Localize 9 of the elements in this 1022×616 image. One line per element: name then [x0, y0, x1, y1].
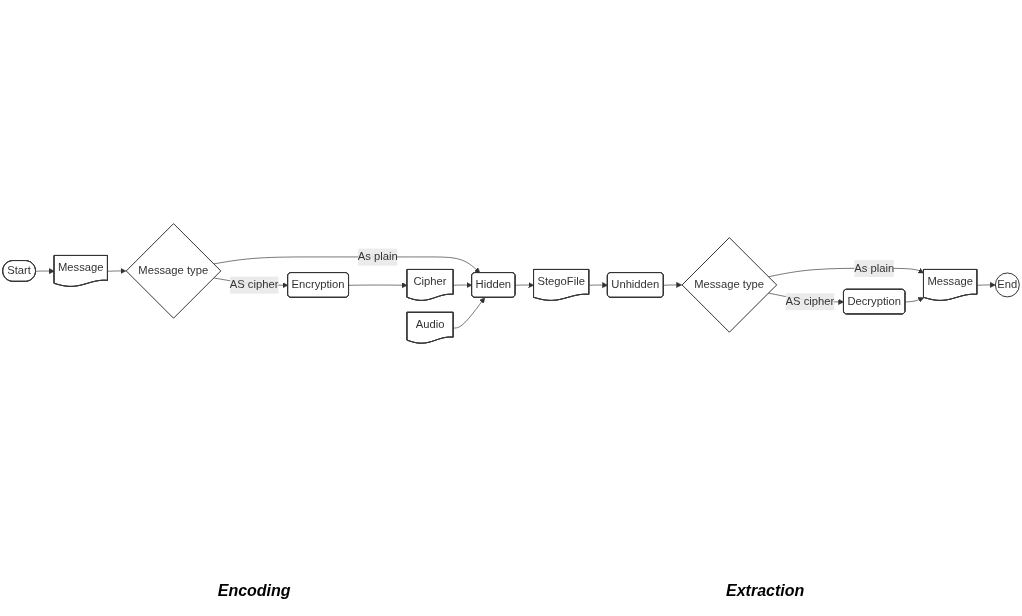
- node-diamond: Message type: [125, 222, 222, 319]
- section-label: Encoding: [217, 582, 291, 600]
- node-diamond: Message type: [681, 236, 778, 333]
- edge-label: As plain: [357, 250, 398, 263]
- edge-label: AS cipher: [785, 294, 835, 308]
- section-label: Extraction: [726, 582, 805, 600]
- node-circle: End: [994, 272, 1020, 297]
- edge-label: AS cipher: [229, 278, 279, 291]
- edge-label: As plain: [854, 261, 895, 274]
